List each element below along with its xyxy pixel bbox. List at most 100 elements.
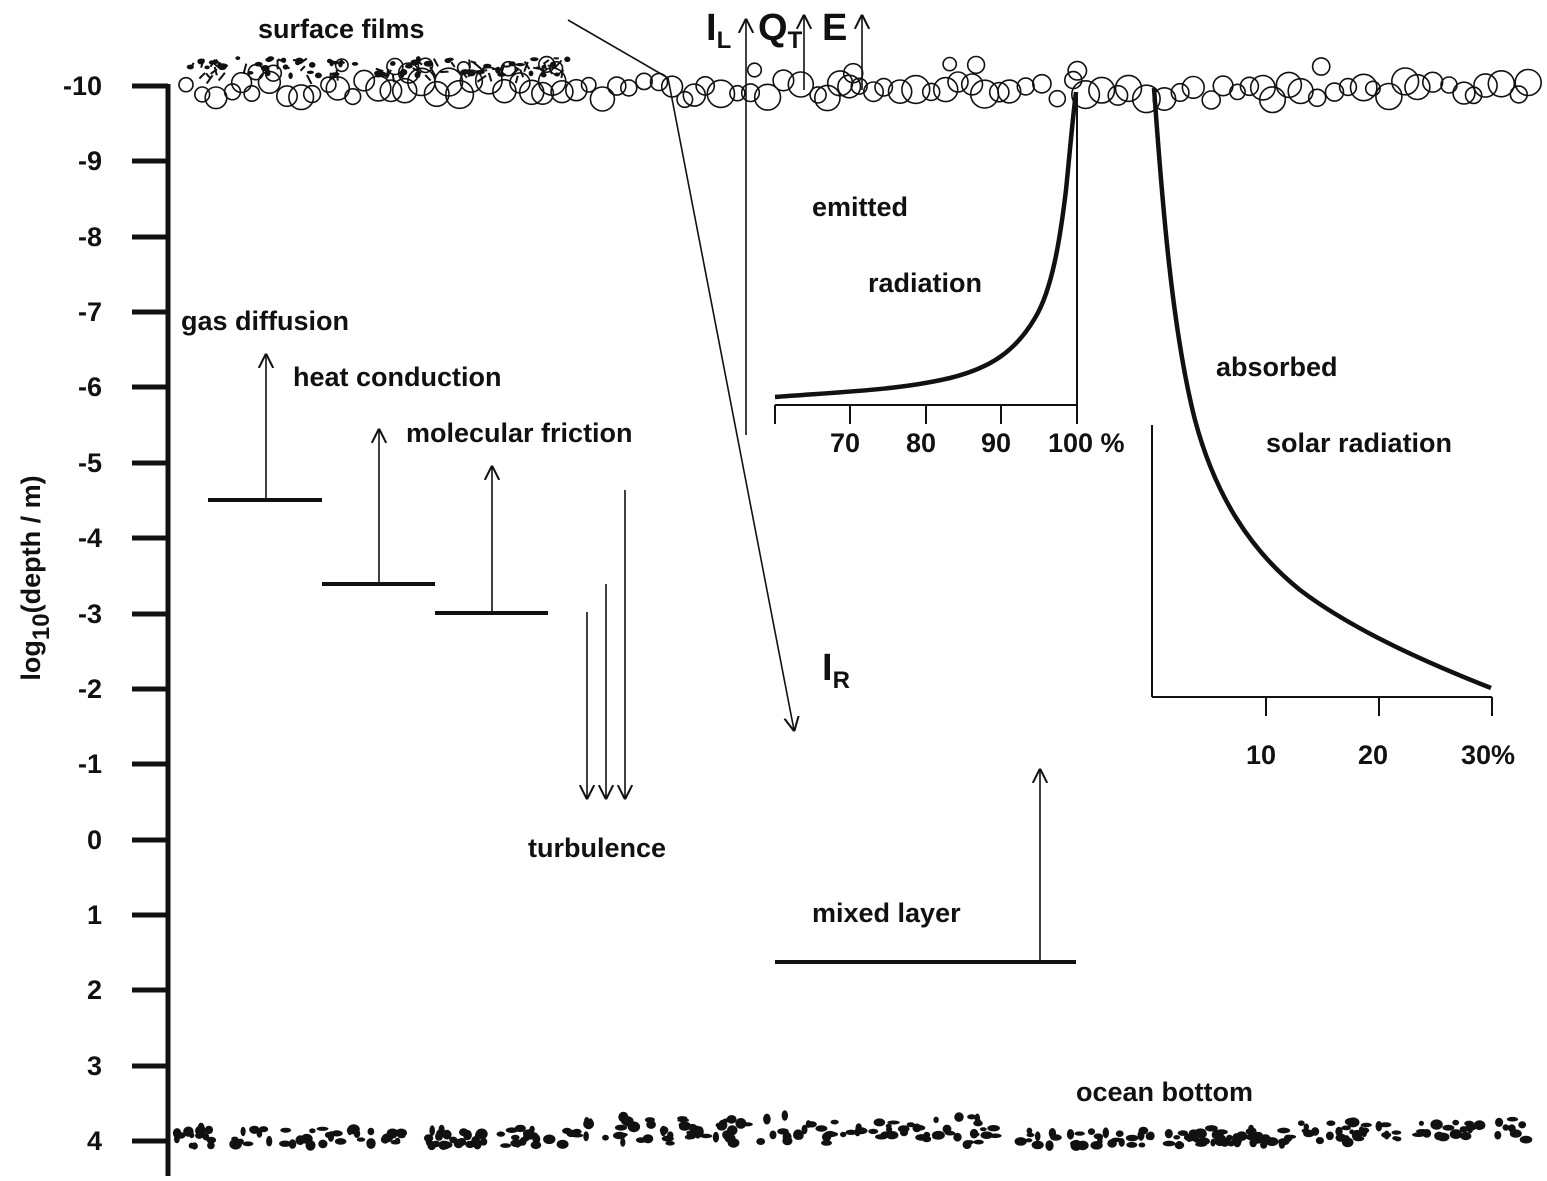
il-subscript: L (717, 27, 732, 54)
mixed-layer-label: mixed layer (812, 898, 961, 928)
sediment-grain (205, 1126, 213, 1134)
sediment-grain (1139, 1127, 1149, 1135)
sediment-grain (1392, 1130, 1402, 1134)
sediment-grain (797, 1131, 804, 1140)
film-dot (261, 65, 270, 71)
sediment-grain (933, 1117, 938, 1123)
gas-diffusion-label: gas diffusion (181, 306, 349, 336)
sediment-grain (500, 1143, 511, 1148)
film-stroke (425, 75, 430, 80)
sediment-grain (1186, 1135, 1193, 1142)
sediment-grain (241, 1127, 246, 1136)
sediment-grain (645, 1117, 655, 1123)
sediment-grain (1419, 1121, 1424, 1126)
film-stroke (489, 73, 492, 82)
sediment-grain (1376, 1121, 1383, 1131)
film-dot (424, 61, 433, 67)
depth-tick-label: 2 (87, 975, 102, 1005)
sediment-grain (1248, 1125, 1254, 1132)
sediment-grain (306, 1140, 316, 1151)
sediment-grain (335, 1138, 347, 1145)
sediment-grain (1252, 1133, 1263, 1144)
depth-tick-label: 3 (87, 1051, 102, 1081)
bubble (1441, 77, 1457, 93)
film-dot (288, 72, 292, 79)
sediment-grain (1146, 1133, 1152, 1140)
sediment-grain (685, 1135, 694, 1140)
sediment-grain (1032, 1141, 1044, 1150)
bubble (748, 63, 762, 77)
sediment-grain (189, 1143, 195, 1149)
emitted-tick-label-70: 70 (830, 428, 860, 458)
depth-tick-label: -7 (78, 297, 102, 327)
sediment-grain (531, 1141, 542, 1149)
film-dot (483, 64, 491, 68)
film-stroke (393, 74, 394, 83)
sediment-grain (1165, 1129, 1173, 1138)
sediment-grain (1278, 1138, 1289, 1145)
bubble (1182, 77, 1204, 99)
film-dot (564, 57, 570, 63)
sediment-grain (989, 1134, 1002, 1139)
axis-title-subscript: 10 (28, 613, 55, 640)
film-dot (447, 58, 454, 61)
film-stroke (434, 59, 438, 67)
film-dot (495, 67, 501, 74)
sediment-grain (1474, 1120, 1486, 1130)
sediment-grain (831, 1120, 839, 1125)
sediment-grain (756, 1138, 765, 1145)
sediment-grain (1094, 1133, 1103, 1139)
sediment-grain (886, 1131, 898, 1139)
film-dot (265, 58, 272, 62)
emitted-radiation-label: radiation (868, 268, 982, 298)
sediment-grain (1349, 1129, 1354, 1134)
sediment-grain (289, 1139, 297, 1149)
sediment-grain (725, 1134, 736, 1143)
sediment-grain (735, 1118, 746, 1129)
sediment-grain (1520, 1136, 1533, 1144)
sediment-grain (821, 1140, 832, 1146)
sediment-grain (980, 1127, 987, 1131)
film-dot (415, 72, 421, 78)
sediment-grain (783, 1132, 792, 1142)
sediment-grain (677, 1116, 687, 1120)
film-dot (554, 73, 560, 77)
bubble (1033, 75, 1051, 93)
sediment-grain (1316, 1137, 1324, 1144)
sediment-grain (381, 1136, 390, 1144)
sediment-grain (1016, 1139, 1023, 1145)
longwave-flux-label: IL (706, 7, 731, 54)
evaporation-label: E (822, 7, 847, 49)
sediment-grain (202, 1133, 209, 1140)
film-dot (209, 60, 218, 64)
sediment-grain (1518, 1121, 1526, 1128)
sediment-grain (602, 1135, 609, 1141)
depth-tick-label: 1 (87, 900, 102, 930)
sediment-grain (429, 1125, 435, 1136)
sediment-grain (1303, 1130, 1314, 1138)
film-stroke (307, 75, 312, 84)
sediment-grain (391, 1140, 401, 1145)
sediment-grain (713, 1132, 719, 1143)
bubble (1313, 58, 1330, 75)
sediment-grain (700, 1134, 712, 1138)
film-stroke (451, 62, 454, 67)
sediment-grain (557, 1140, 569, 1149)
sediment-grain (1163, 1141, 1176, 1147)
sediment-grain (387, 1129, 398, 1137)
sediment-grain (1336, 1134, 1347, 1142)
qt-subscript: T (788, 27, 803, 54)
film-dot (400, 69, 407, 75)
sediment-grain (207, 1142, 215, 1150)
sediment-grain (1173, 1135, 1180, 1139)
sediment-grain (357, 1137, 365, 1141)
sediment-grain (348, 1124, 360, 1134)
bubble (1423, 72, 1443, 92)
sediment-grain (1298, 1120, 1305, 1126)
sediment-grain (967, 1114, 976, 1119)
emitted-tick-label-80: 80 (906, 428, 936, 458)
sediment-grain (1088, 1128, 1095, 1135)
sediment-grain (1074, 1131, 1084, 1135)
sediment-grain (1507, 1117, 1518, 1122)
